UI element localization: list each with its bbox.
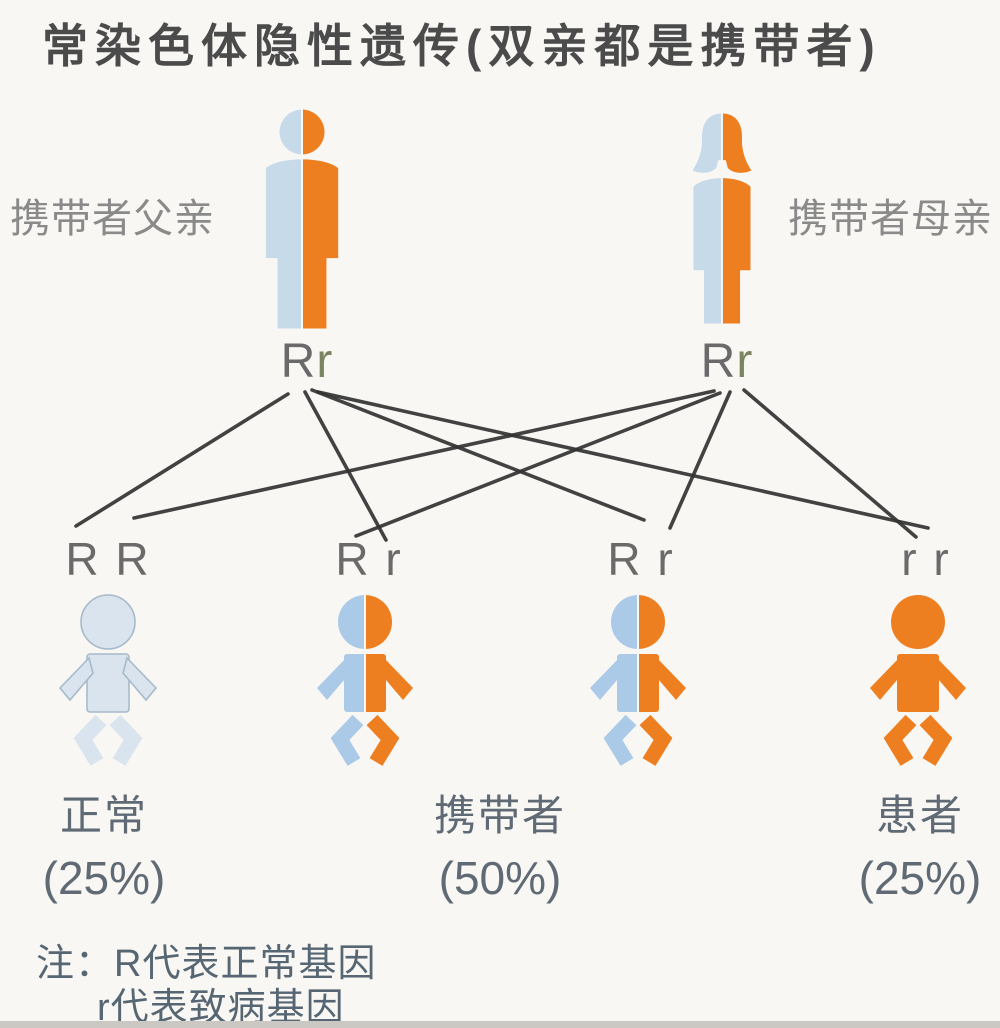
father-figure-icon: [265, 109, 339, 329]
child-genotype-affected: r r: [901, 533, 951, 585]
outcome-carrier-label: 携带者: [433, 792, 567, 839]
father-genotype: Rr: [280, 335, 334, 388]
father-allele-lines: [74, 388, 930, 542]
baby-carrier-icon-2: [590, 595, 686, 766]
mother-label: 携带者母亲: [788, 197, 993, 241]
outcome-carrier: 携带者 (50%): [434, 782, 566, 905]
outcome-affected-percent: (25%): [858, 852, 982, 904]
mother-allele-lines: [132, 388, 918, 539]
baby-normal-icon: [58, 594, 158, 766]
mother-genotype: Rr: [700, 335, 754, 388]
child-genotype-rr-normal: R R: [65, 533, 151, 585]
mother-figure-icon: [692, 113, 752, 324]
father-label: 携带者父亲: [10, 197, 215, 241]
outcome-carrier-percent: (50%): [438, 852, 562, 904]
outcome-normal-percent: (25%): [42, 852, 166, 904]
outcome-affected: 患者 (25%): [859, 782, 982, 905]
baby-carrier-icon-1: [317, 595, 413, 766]
baby-affected-icon: [870, 595, 966, 766]
outcome-normal-label: 正常: [59, 792, 148, 839]
note-line-2: r代表致病基因: [97, 987, 345, 1028]
outcome-normal: 正常 (25%): [43, 782, 166, 905]
note-line-1: 注：R代表正常基因: [36, 943, 377, 985]
child-genotype-carrier-1: R r: [335, 533, 403, 585]
page-title: 常染色体隐性遗传(双亲都是携带者): [42, 20, 882, 72]
outcome-affected-label: 患者: [875, 792, 964, 839]
child-genotype-carrier-2: R r: [607, 533, 675, 585]
